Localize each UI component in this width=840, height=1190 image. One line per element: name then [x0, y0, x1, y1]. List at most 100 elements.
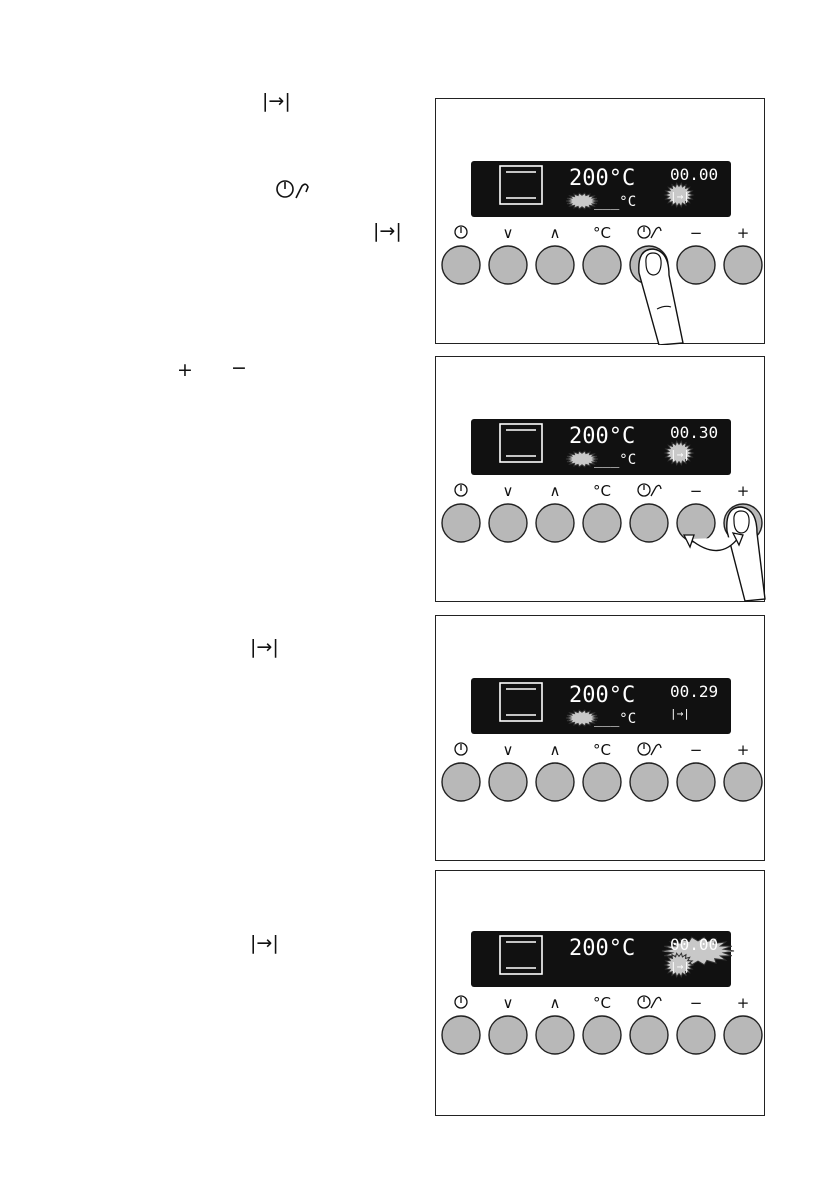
control-button [629, 762, 669, 802]
duration-indicator: |→| [670, 707, 690, 720]
probe-temp-readout: ___°C [594, 711, 636, 727]
probe-temp-readout: ___°C [594, 194, 636, 210]
rotate-arrow [689, 536, 740, 552]
probe-icon [650, 743, 662, 756]
duration-indicator: |→| [670, 448, 690, 461]
clock-icon [637, 483, 651, 497]
duration-flash-icon [663, 440, 695, 466]
button-label: − [690, 224, 703, 242]
rotate-arrowhead-right [731, 532, 744, 547]
oven-cavity-icon [499, 423, 543, 463]
oven-cavity-icon [499, 935, 543, 975]
panel-svg-1: 200°C ___°C 00.00 |→| ∨ ∧ °C − + [441, 161, 763, 345]
probe-temp-readout: ___°C [594, 452, 636, 468]
control-button [535, 762, 575, 802]
oven-cavity-icon [499, 682, 543, 722]
display-screen [471, 931, 731, 987]
control-button [629, 503, 669, 543]
button-label: °C [593, 224, 611, 242]
clock-icon [637, 225, 651, 239]
timer-readout: 00.00 [670, 935, 718, 954]
minus-symbol: − [231, 357, 247, 379]
button-label: °C [593, 482, 611, 500]
clock-probe-icon [276, 178, 312, 202]
button-label: ∧ [550, 994, 561, 1012]
button-label: ∧ [550, 224, 561, 242]
plus-symbol: + [177, 359, 193, 381]
temperature-readout: 200°C [569, 424, 635, 449]
button-label: − [690, 994, 703, 1012]
panel-svg-4: 200°C 00.00 |→| ∨ ∧ °C − + [441, 931, 763, 1055]
control-button [676, 1015, 716, 1055]
control-button [535, 245, 575, 285]
temperature-readout: 200°C [569, 683, 635, 708]
timer-readout: 00.30 [670, 423, 718, 442]
clock-icon [637, 995, 651, 1009]
duration-symbol-1: |→| [262, 90, 291, 112]
duration-symbol-2: |→| [373, 220, 402, 242]
panel-svg-2: 200°C___°C00.30|→|∨∧°C−+ [441, 419, 766, 602]
probe-icon [650, 484, 662, 497]
control-button [441, 245, 481, 285]
button-label: + [737, 224, 750, 242]
display-screen [471, 419, 731, 475]
control-button [441, 503, 481, 543]
display-screen [471, 161, 731, 217]
button-label: + [737, 994, 750, 1012]
finger-crease [656, 305, 672, 310]
probe-flash-icon [565, 709, 599, 727]
control-button [676, 762, 716, 802]
temperature-readout: 200°C [569, 166, 635, 191]
control-button [582, 503, 622, 543]
clock-icon [637, 742, 651, 756]
button-label: + [737, 482, 750, 500]
duration-flash-icon [663, 952, 695, 978]
button-label: ∨ [503, 224, 514, 242]
control-button [488, 1015, 528, 1055]
oven-cavity-icon [499, 165, 543, 205]
control-button [629, 1015, 669, 1055]
button-label: °C [593, 994, 611, 1012]
control-button [441, 762, 481, 802]
control-button [582, 245, 622, 285]
fingernail-icon [733, 510, 750, 534]
temperature-readout: 200°C [569, 936, 635, 961]
timer-readout: 00.00 [670, 165, 718, 184]
control-button [488, 503, 528, 543]
control-button [676, 503, 716, 543]
power-icon [454, 742, 468, 756]
control-button [441, 1015, 481, 1055]
control-button [535, 1015, 575, 1055]
button-label: ∧ [550, 741, 561, 759]
power-icon [454, 225, 468, 239]
probe-icon [650, 226, 662, 239]
button-label: ∧ [550, 482, 561, 500]
button-label: − [690, 741, 703, 759]
rotate-arrowhead-left [682, 534, 695, 549]
control-button [488, 245, 528, 285]
duration-indicator: |→| [670, 960, 690, 973]
oven-panel-1: 200°C ___°C 00.00 |→| ∨ ∧ °C − + [435, 98, 765, 345]
display-screen [471, 678, 731, 734]
control-button [535, 503, 575, 543]
button-label: ∨ [503, 482, 514, 500]
power-icon [454, 483, 468, 497]
duration-symbol-3: |→| [250, 636, 279, 658]
button-label: ∨ [503, 994, 514, 1012]
power-icon [454, 995, 468, 1009]
button-label: ∨ [503, 741, 514, 759]
probe-flash-icon [565, 450, 599, 468]
oven-panel-4: 200°C 00.00 |→| ∨ ∧ °C − + [435, 870, 765, 1116]
panel-svg-3: 200°C___°C00.29|→|∨∧°C−+ [441, 678, 763, 802]
duration-symbol-4: |→| [250, 932, 279, 954]
duration-indicator: |→| [670, 190, 690, 203]
probe-flash-icon [565, 192, 599, 210]
timer-readout: 00.29 [670, 682, 718, 701]
control-button [723, 762, 763, 802]
button-label: °C [593, 741, 611, 759]
probe-icon [650, 996, 662, 1009]
fingernail-icon [645, 252, 662, 276]
control-button [723, 245, 763, 285]
